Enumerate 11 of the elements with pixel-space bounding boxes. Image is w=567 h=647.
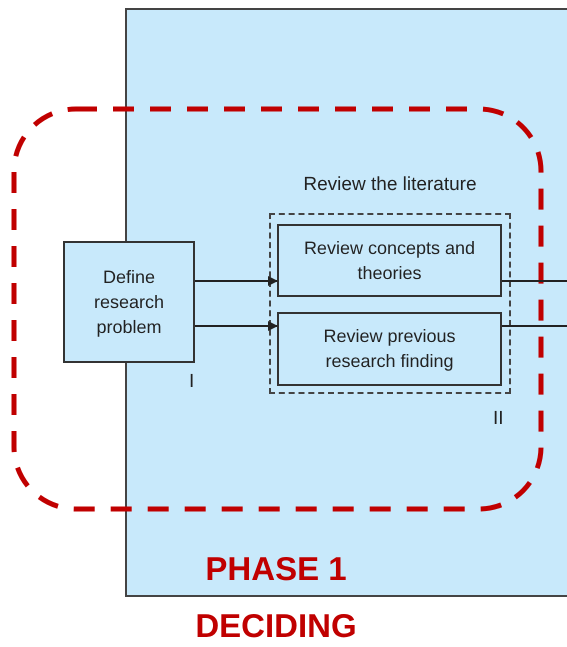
group-frame [269, 174, 511, 394]
phase-label: PHASE 1 [204, 550, 348, 588]
arrow [195, 276, 278, 286]
roman-numeral: I [189, 371, 194, 393]
process-box: Define research problem [63, 241, 195, 363]
phase-label: DECIDING [194, 607, 358, 645]
process-box: Review concepts and theories [277, 224, 502, 297]
arrow [195, 321, 278, 331]
process-box: Review previous research finding [277, 312, 502, 386]
group-heading: Review the literature [302, 174, 478, 196]
roman-numeral: II [493, 408, 504, 430]
